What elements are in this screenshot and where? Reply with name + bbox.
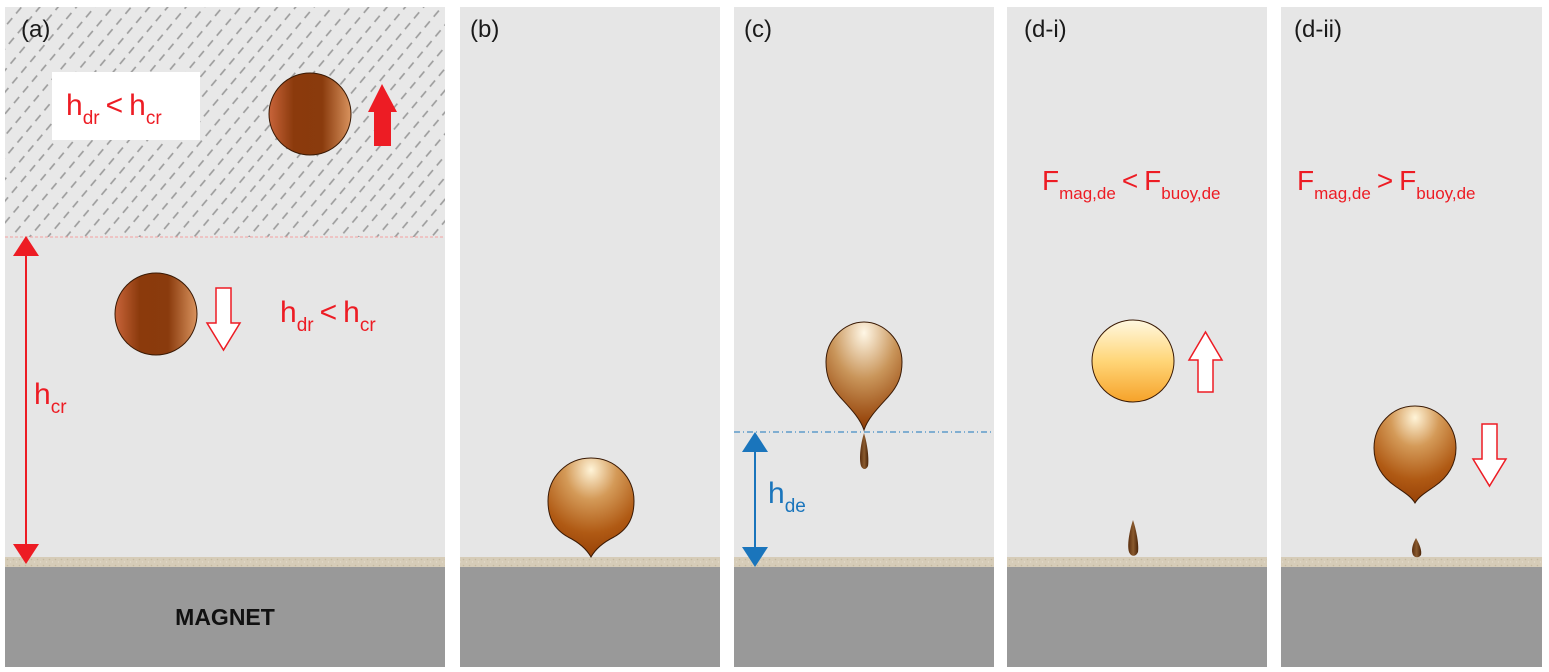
panel-label-d-i: (d-i) (1024, 16, 1067, 43)
plate (734, 557, 994, 567)
critical-height-arrowhead-top (13, 236, 39, 256)
satellite-tail (860, 433, 869, 469)
droplet-sphere-upper (268, 72, 352, 156)
pendant-droplet (547, 457, 635, 559)
panel-label-b: (b) (470, 16, 499, 43)
fluid-region (734, 7, 994, 557)
upper-condition: hdr<hcr (66, 89, 162, 129)
magnet (1281, 567, 1542, 667)
magnet (1007, 567, 1267, 667)
detachment-arrowhead-bottom (742, 547, 768, 567)
detachment-arrowhead-top (742, 432, 768, 452)
up-arrow-outline (1187, 330, 1224, 393)
magnet (5, 567, 445, 667)
up-arrow-solid (368, 84, 397, 146)
falling-droplet (1373, 405, 1457, 505)
down-arrow-outline (1471, 423, 1508, 488)
magnet-label: MAGNET (175, 604, 275, 630)
plate (1281, 557, 1542, 567)
critical-height-label: hcr (34, 378, 67, 418)
critical-height-arrowhead-bottom (13, 544, 39, 564)
fluid-region (1007, 7, 1267, 557)
residual-droplet (1128, 520, 1139, 556)
plate (5, 557, 445, 567)
panel-label-c: (c) (744, 16, 772, 43)
plate (460, 557, 720, 567)
down-arrow-outline (205, 287, 242, 352)
panel-a: MAGNET (a) hdr<hcr hdr<hcr hcr (5, 7, 445, 667)
condition-box (52, 72, 200, 140)
residual-droplet (1412, 538, 1422, 558)
panel-label-a: (a) (21, 16, 50, 43)
panel-label-d-ii: (d-ii) (1294, 16, 1342, 43)
panel-c: (c) hde (734, 7, 994, 667)
plate (1007, 557, 1267, 567)
lower-condition: hdr<hcr (280, 296, 376, 336)
detachment-height-label: hde (768, 477, 806, 517)
panel-d-i: (d-i) Fmag,de<Fbuoy,de (1007, 7, 1267, 667)
force-condition-d-ii: Fmag,de>Fbuoy,de (1297, 165, 1476, 203)
panel-d-ii: (d-ii) Fmag,de>Fbuoy,de (1281, 7, 1542, 667)
droplet-sphere-lower (114, 272, 198, 356)
detaching-droplet (825, 321, 903, 432)
rising-droplet (1091, 319, 1175, 403)
magnet (460, 567, 720, 667)
panel-b: (b) (460, 7, 720, 667)
magnet (734, 567, 994, 667)
force-condition-d-i: Fmag,de<Fbuoy,de (1042, 165, 1221, 203)
